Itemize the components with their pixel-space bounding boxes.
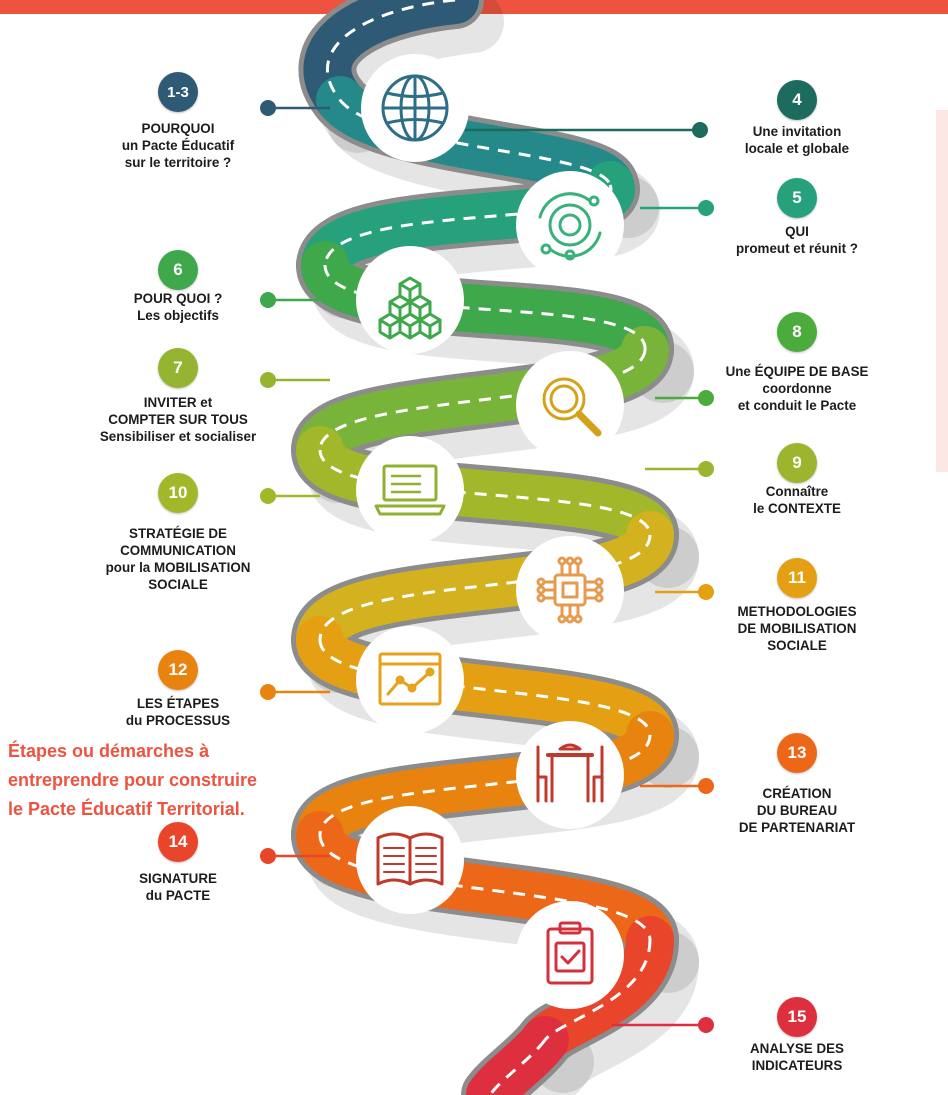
- lane-marking: [318, 349, 647, 451]
- step-title: POUR QUOI ? Les objectifs: [133, 291, 223, 323]
- lane-marking: [318, 834, 652, 941]
- chart-window-icon: [378, 652, 442, 706]
- orbit-icon: [538, 192, 602, 261]
- icon-badge: [516, 351, 624, 459]
- icon-badge: [516, 536, 624, 644]
- lane-marking: [323, 264, 647, 351]
- icon-badge: [516, 721, 624, 829]
- step-number-badge: 14: [158, 822, 198, 862]
- step-icons: [356, 54, 624, 1009]
- step-number-badge: 6: [158, 250, 198, 290]
- step-title: METHODOLOGIES DE MOBILISATION SOCIALE: [737, 604, 857, 653]
- icon-badge: [356, 626, 464, 734]
- step-number-badge: 4: [777, 80, 817, 120]
- road-lane-markings: [318, 0, 652, 1095]
- book-icon: [376, 832, 444, 886]
- step-title: SIGNATURE du PACTE: [139, 871, 217, 903]
- side-panel: [936, 110, 948, 472]
- step-connector-dot: [260, 292, 276, 308]
- lane-marking: [326, 0, 456, 101]
- step-number-badge: 1-3: [158, 72, 198, 112]
- step-number-badge: 13: [777, 733, 817, 773]
- step-title: Une ÉQUIPE DE BASE coordonne et conduit …: [725, 364, 869, 413]
- step-connector-dot: [698, 1017, 714, 1033]
- step-title: QUI promeut et réunit ?: [735, 224, 858, 256]
- magnifier-icon: [542, 377, 602, 437]
- table-chairs-icon: [536, 743, 604, 803]
- lane-marking: [318, 449, 652, 536]
- step-number-badge: 10: [158, 473, 198, 513]
- step-connector-dot: [698, 390, 714, 406]
- lane-marking: [488, 1039, 547, 1095]
- step-connector-dot: [698, 778, 714, 794]
- lane-marking: [318, 534, 652, 641]
- step-connector-dot: [260, 848, 276, 864]
- step-title: LES ÉTAPES du PROCESSUS: [125, 696, 231, 728]
- globe-icon: [381, 74, 449, 142]
- step-number-badge: 11: [777, 558, 817, 598]
- step-number-badge: 15: [777, 997, 817, 1037]
- step-connector-dot: [698, 584, 714, 600]
- step-connector-dot: [260, 100, 276, 116]
- lane-marking: [318, 639, 652, 736]
- step-connector-dot: [698, 200, 714, 216]
- step-title: POURQUOI un Pacte Éducatif sur le territ…: [121, 121, 235, 170]
- step-number-badge: 7: [158, 348, 198, 388]
- step-connectors: [260, 100, 714, 1033]
- cubes-icon: [378, 276, 442, 340]
- step-number-badge: 5: [777, 178, 817, 218]
- step-number-badge: 9: [777, 443, 817, 483]
- lane-marking: [318, 734, 652, 836]
- step-title: Connaître le CONTEXTE: [753, 484, 841, 516]
- lane-marking: [323, 184, 613, 266]
- step-number-badge: 12: [158, 650, 198, 690]
- icon-badge: [516, 901, 624, 1009]
- step-title: INVITER et COMPTER SUR TOUS Sensibiliser…: [99, 395, 257, 444]
- step-title: CRÉATION DU BUREAU DE PARTENARIAT: [738, 786, 856, 835]
- step-title: Une invitation locale et globale: [744, 124, 850, 156]
- step-title: ANALYSE DES INDICATEURS: [749, 1041, 844, 1073]
- step-connector-dot: [692, 122, 708, 138]
- diagram-caption: Étapes ou démarches à entreprendre pour …: [8, 741, 258, 819]
- step-connector-dot: [698, 461, 714, 477]
- icon-badge: [516, 171, 624, 279]
- step-connector-dot: [260, 684, 276, 700]
- laptop-icon: [374, 464, 446, 516]
- step-title: STRATÉGIE DE COMMUNICATION pour la MOBIL…: [105, 526, 251, 592]
- step-connector-dot: [260, 488, 276, 504]
- chip-icon: [536, 556, 604, 624]
- step-connector-dot: [260, 372, 276, 388]
- icon-badge: [356, 436, 464, 544]
- step-number-badge: 8: [777, 312, 817, 352]
- clipboard-check-icon: [546, 921, 594, 985]
